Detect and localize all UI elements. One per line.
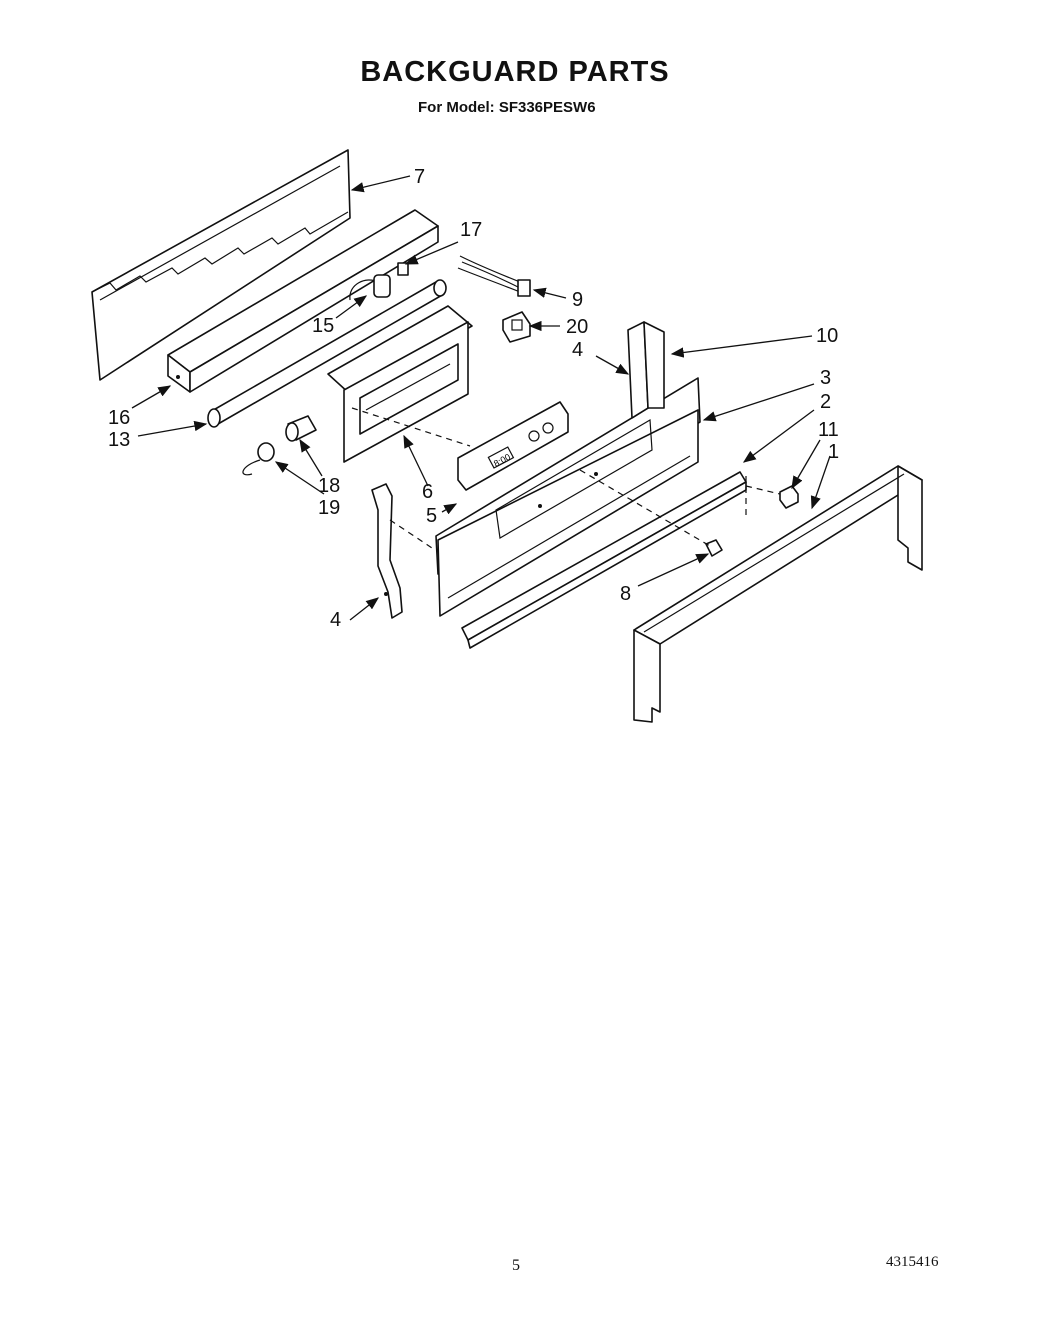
- part-5-control-board: 8:00: [457, 401, 569, 491]
- page-title: BACKGUARD PARTS: [360, 56, 670, 88]
- document-number: 4315416: [886, 1254, 939, 1270]
- part-3-control-panel: [435, 377, 701, 617]
- part-4-left-bracket: [371, 483, 403, 619]
- part-9-wire-harness: [457, 255, 531, 297]
- callout-8: 8: [620, 583, 631, 605]
- part-7-rear-panel: [91, 149, 351, 381]
- part-15-lamp-holder: [349, 274, 391, 301]
- callout-3: 3: [820, 367, 831, 389]
- part-17-clip: [397, 262, 409, 276]
- callout-7: 7: [414, 166, 425, 188]
- part-19-socket: [242, 442, 275, 476]
- callout-11: 11: [818, 419, 839, 441]
- callout-19: 19: [318, 497, 340, 519]
- callout-4-left: 4: [330, 609, 341, 631]
- callout-5: 5: [426, 505, 437, 527]
- callout-1: 1: [828, 441, 839, 463]
- callout-13: 13: [108, 429, 130, 451]
- callout-2: 2: [820, 391, 831, 413]
- callout-4-right: 4: [572, 339, 583, 361]
- callout-18: 18: [318, 475, 340, 497]
- callout-17: 17: [460, 219, 482, 241]
- page-number: 5: [512, 1257, 520, 1274]
- part-20-ballast: [502, 311, 531, 343]
- callout-10: 10: [816, 325, 838, 347]
- part-18-starter: [285, 415, 317, 442]
- part-16-channel: [167, 209, 439, 393]
- part-1-end-cap: [633, 465, 923, 723]
- callout-20: 20: [566, 316, 588, 338]
- part-4-right-bracket: [627, 321, 665, 419]
- part-8-insert: [705, 539, 723, 557]
- callout-16: 16: [108, 407, 130, 429]
- callout-15: 15: [312, 315, 334, 337]
- part-13-fluorescent-tube: [207, 279, 447, 428]
- callout-9: 9: [572, 289, 583, 311]
- part-6-frame: [327, 305, 473, 463]
- callout-6: 6: [422, 481, 433, 503]
- model-subtitle: For Model: SF336PESW6: [418, 99, 596, 116]
- part-11-fastener: [779, 485, 799, 509]
